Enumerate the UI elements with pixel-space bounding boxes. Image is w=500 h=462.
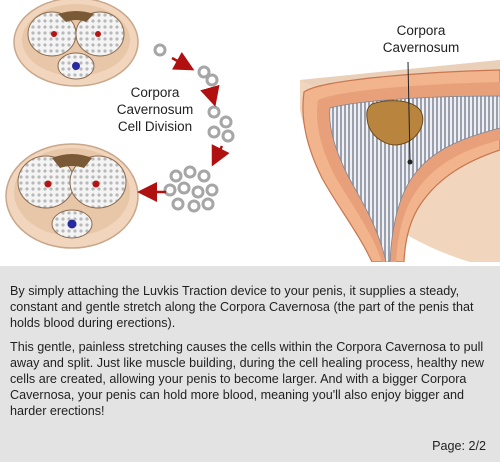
arrow-2	[200, 84, 220, 107]
corpora-cavernosum-label-line-1: Corpora	[396, 23, 446, 38]
description-paragraph-1: By simply attaching the Luvkis Traction …	[10, 284, 474, 330]
description-panel: By simply attaching the Luvkis Traction …	[0, 266, 500, 462]
anatomy-illustration	[5, 0, 500, 263]
corpora-cavernosum-label: Corpora Cavernosum	[366, 22, 476, 56]
penis-longitudinal-section	[300, 60, 500, 263]
cell-division-label-line-2: Cavernosum	[116, 102, 194, 117]
cross-section-after	[5, 143, 139, 249]
cell-division-label-line-3: Cell Division	[117, 119, 193, 134]
cell-division-label-line-1: Corpora	[130, 85, 180, 100]
arrow-3	[211, 144, 230, 167]
label-pointer-line	[407, 61, 411, 161]
page-indicator: Page: 2/2	[432, 439, 486, 453]
description-paragraph-2: This gentle, painless stretching causes …	[10, 340, 484, 418]
corpora-cavernosum-label-line-2: Cavernosum	[382, 40, 460, 55]
cross-section-before	[13, 0, 139, 87]
illustration-panel: Corpora Cavernosum Cell Division Corpora…	[5, 0, 500, 263]
arrow-1	[171, 51, 195, 71]
cell-division-label: Corpora Cavernosum Cell Division	[100, 84, 210, 135]
process-arrows	[137, 51, 230, 202]
cell-division-cells	[153, 43, 235, 213]
